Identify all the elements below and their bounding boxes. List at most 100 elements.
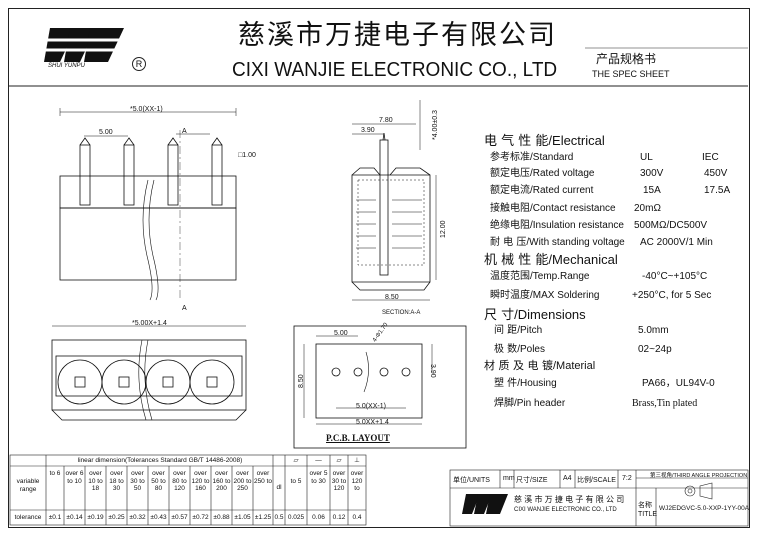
tol-cell: ±0.1 [48,514,62,521]
spec-withstand-value: AC 2000V/1 Min [640,237,713,248]
group-mechanical: 机 械 性 能/Mechanical [484,252,618,268]
scale-label: 比例/SCALE [577,477,616,484]
tol-cell: ±0.32 [129,514,146,521]
range-cell: over 30 to 50 [130,470,145,492]
tol-cell: ±0.72 [192,514,209,521]
spec-sheet-title-en: THE SPEC SHEET [592,69,670,79]
spec-row-pin: 焊脚/Pin header [494,398,566,409]
dim-pcb-span: 5.0(XX-1) [356,403,386,410]
part-number: WJ2EDGVC-5.0-XXP-1YY-00A [659,505,750,512]
geo-range-cell: over 30 to 120 [331,470,347,492]
range-cell: over 18 to 30 [109,470,124,492]
size-value: A4 [563,475,572,482]
geo-tol-cell: 0.025 [287,514,305,521]
dim-pcb-pitch: 5.00 [334,330,348,337]
geo-tol-cell: 0.06 [312,514,325,521]
geo-symbol: ⏥ [293,457,299,464]
range-cell: over 200 to 250 [233,470,252,492]
dim-pitch: 5.00 [99,129,113,136]
dim-side-bottom: 8.50 [385,294,399,301]
range-cell: over 250 to [253,470,273,485]
name-label-cn: 名称 [638,502,652,509]
spec-row-withstand: 耐 电 压/With standing voltage [490,237,625,248]
dim-side-half: 3.90 [361,127,375,134]
spec-poles-value: 02~24p [638,344,672,355]
section-label: SECTION:A-A [382,310,421,316]
section-mark-top: A [182,128,187,135]
flatness-extra: 0.5 [274,514,284,521]
title-block-logo [462,494,508,514]
spec-standard-iec: IEC [702,152,719,163]
spec-row-soldering: 瞬时温度/MAX Soldering [490,290,600,301]
geo-range-cell: over 120 to [350,470,364,492]
tol-cell: ±0.19 [87,514,104,521]
section-mark-bottom: A [182,305,187,312]
group-electrical: 电 气 性 能/Electrical [484,134,605,148]
tol-cell: ±0.43 [150,514,167,521]
spec-standard-ul: UL [640,152,653,163]
electrical-cn: 电 气 性 能 [484,134,549,149]
units-label: 单位/UNITS [453,477,490,484]
spec-soldering-value: +250°C, for 5 Sec [632,290,712,301]
geo-range-cell: over 5 to 30 [309,470,328,485]
spec-row-pitch: 间 距/Pitch [494,325,543,336]
row-label-tolerance: tolerance [14,514,42,521]
size-label: 尺寸/SIZE [516,477,548,484]
spec-row-temp: 温度范围/Temp.Range [490,271,590,282]
outer-frame [8,8,750,528]
company-logo [40,28,130,62]
geo-symbol: ⊥ [354,457,360,464]
spec-insulation-value: 500MΩ/DC500V [634,220,708,231]
geo-tol-cell: 0.12 [332,514,346,521]
spec-pin-value: Brass,Tin plated [632,398,698,409]
pcb-layout-title: P.C.B. LAYOUT [326,433,390,443]
projection-label: 第三视角/THIRD ANGLE PROJECTION [650,473,748,479]
tb-company-cn: 慈 溪 市 万 捷 电 子 有 限 公 司 [514,495,625,504]
geo-symbol: ▱ [336,457,342,464]
range-cell: over 50 to 80 [151,470,166,492]
spec-current-iec: 17.5A [704,185,731,196]
range-cell: over 6 to 10 [65,470,84,485]
spec-voltage-ul: 300V [640,168,664,179]
geo-symbol: — [315,457,322,464]
tolerance-table-title: linear dimension(Tolerances Standard GB/… [77,457,243,464]
range-cell: over 160 to 200 [212,470,231,492]
registered-mark: R [132,57,146,71]
logo-subtext: SHUI YUNPU [48,63,85,69]
spec-pitch-value: 5.0mm [638,325,669,336]
company-name-en: CIXI WANJIE ELECTRONIC CO., LTD [232,59,558,81]
pcb-layout [293,325,467,449]
spec-temp-value: -40°C~+105°C [642,271,708,282]
tb-company-en: CIXI WANJIE ELECTRONIC CO., LTD [514,507,617,513]
spec-contact-value: 20mΩ [634,203,661,214]
spec-voltage-iec: 450V [704,168,728,179]
company-name-cn: 慈溪市万捷电子有限公司 [238,20,557,51]
spec-sheet-title-cn: 产品规格书 [596,52,657,66]
scale-value: 7:2 [622,475,632,482]
spec-row-voltage: 额定电压/Rated voltage [490,168,595,179]
dim-front-width: *5.0(XX-1) [130,106,163,113]
dim-pin-square: □1.00 [238,152,256,159]
spec-row-poles: 极 数/Poles [494,344,545,355]
range-cell: over 10 to 18 [88,470,103,492]
name-label-en: TITLE [638,511,658,518]
tol-cell: ±0.57 [171,514,188,521]
spec-row-current: 额定电流/Rated current [490,185,594,196]
range-cell: to 6 [49,470,61,477]
range-cell: over 120 to 160 [191,470,210,492]
geo-tol-cell: 0.4 [352,514,362,521]
dim-bottom-width: *5.00X+1.4 [132,320,167,327]
group-material: 材 质 及 电 镀/Material [484,359,596,372]
tol-cell: ±0.88 [213,514,230,521]
row-label-range: variable range [16,478,40,493]
spec-current-ul: 15A [643,185,661,196]
tol-cell: ±0.25 [108,514,125,521]
geo-range-cell: to 5 [290,478,302,485]
bottom-view [51,325,247,421]
front-view [59,108,237,301]
